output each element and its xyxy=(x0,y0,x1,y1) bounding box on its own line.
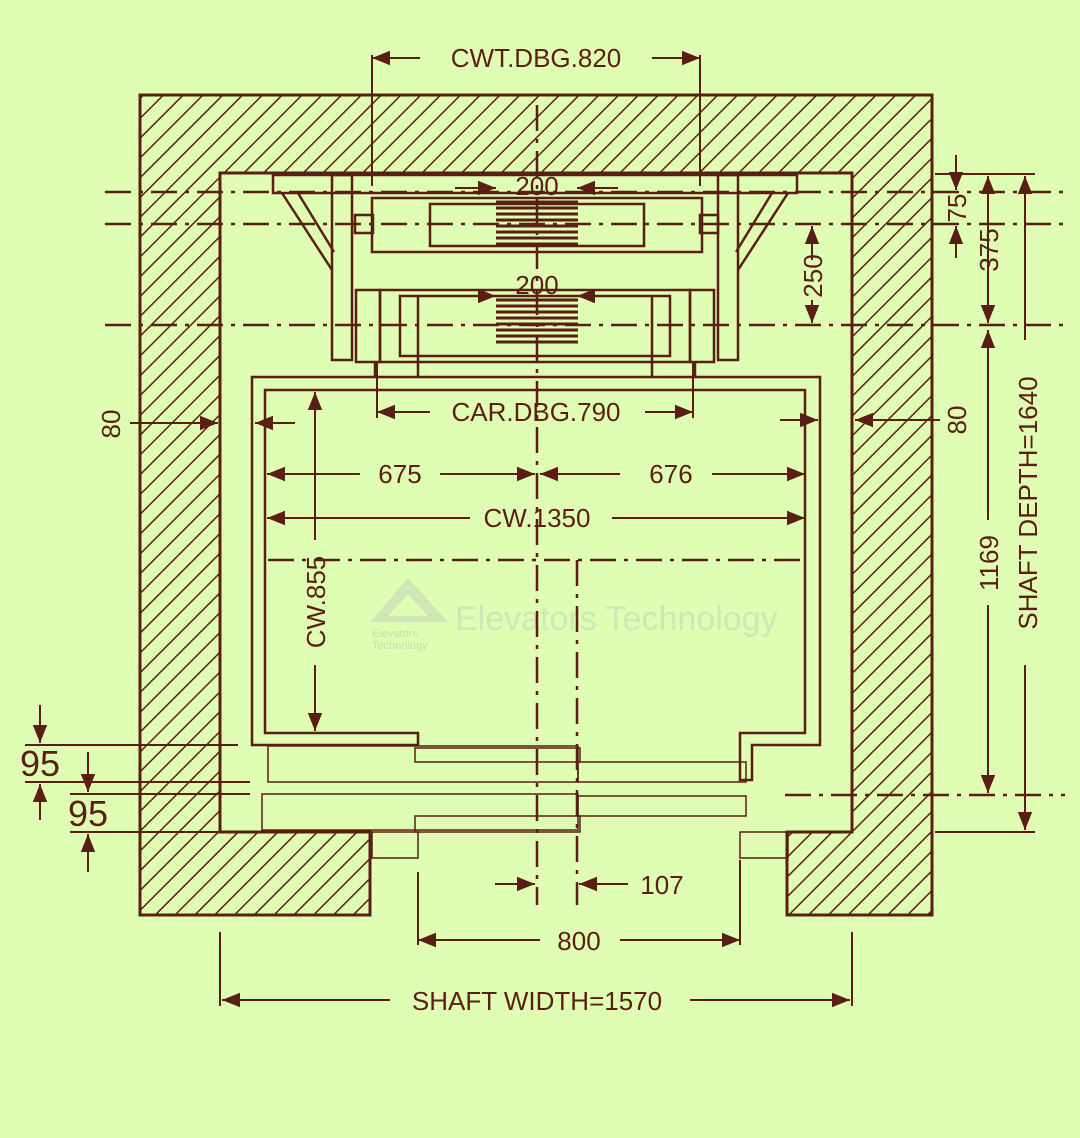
car-frame xyxy=(354,288,716,378)
label-car-depth-line: 1169 xyxy=(974,535,1004,591)
label-cwt-gap-bottom: 200 xyxy=(515,270,558,300)
counterweight-assembly xyxy=(271,173,799,362)
label-rail-offset-a: 75 xyxy=(942,194,972,223)
dimension-labels: CWT.DBG.820 200 200 CAR.DBG.790 80 80 67… xyxy=(20,43,1043,1016)
door-panels xyxy=(261,745,789,859)
label-half-right: 676 xyxy=(649,459,692,489)
label-door-offset: 107 xyxy=(640,870,683,900)
watermark: Elevators Technology Elevators Technolog… xyxy=(370,578,778,652)
label-shaft-width: SHAFT WIDTH=1570 xyxy=(412,986,662,1016)
label-sill-b: 95 xyxy=(68,793,108,834)
watermark-logo-icon xyxy=(370,578,448,622)
counterweight-fill xyxy=(496,200,578,246)
label-rail-spacing: 250 xyxy=(798,254,828,297)
label-car-dbg: CAR.DBG.790 xyxy=(451,397,620,427)
car-frame-fill xyxy=(496,298,578,344)
watermark-logo-line1: Elevators xyxy=(372,628,418,640)
label-cw-depth: CW.855 xyxy=(301,556,331,649)
label-cw-width: CW.1350 xyxy=(484,503,591,533)
label-cwt-gap-top: 200 xyxy=(515,171,558,201)
label-cwt-dbg: CWT.DBG.820 xyxy=(451,43,622,73)
label-shaft-depth: SHAFT DEPTH=1640 xyxy=(1013,376,1043,629)
label-rail-offset-b: 375 xyxy=(974,228,1004,271)
center-lines xyxy=(105,105,1065,905)
label-wall-right: 80 xyxy=(942,406,972,435)
label-door-width: 800 xyxy=(557,926,600,956)
dimension-lines xyxy=(25,50,1035,1008)
watermark-brand: Elevators Technology xyxy=(455,600,778,638)
car-cabin xyxy=(250,375,822,782)
label-sill-a: 95 xyxy=(20,743,60,784)
label-wall-left: 80 xyxy=(96,410,126,439)
label-half-left: 675 xyxy=(378,459,421,489)
watermark-logo-line2: Technology xyxy=(372,640,428,652)
